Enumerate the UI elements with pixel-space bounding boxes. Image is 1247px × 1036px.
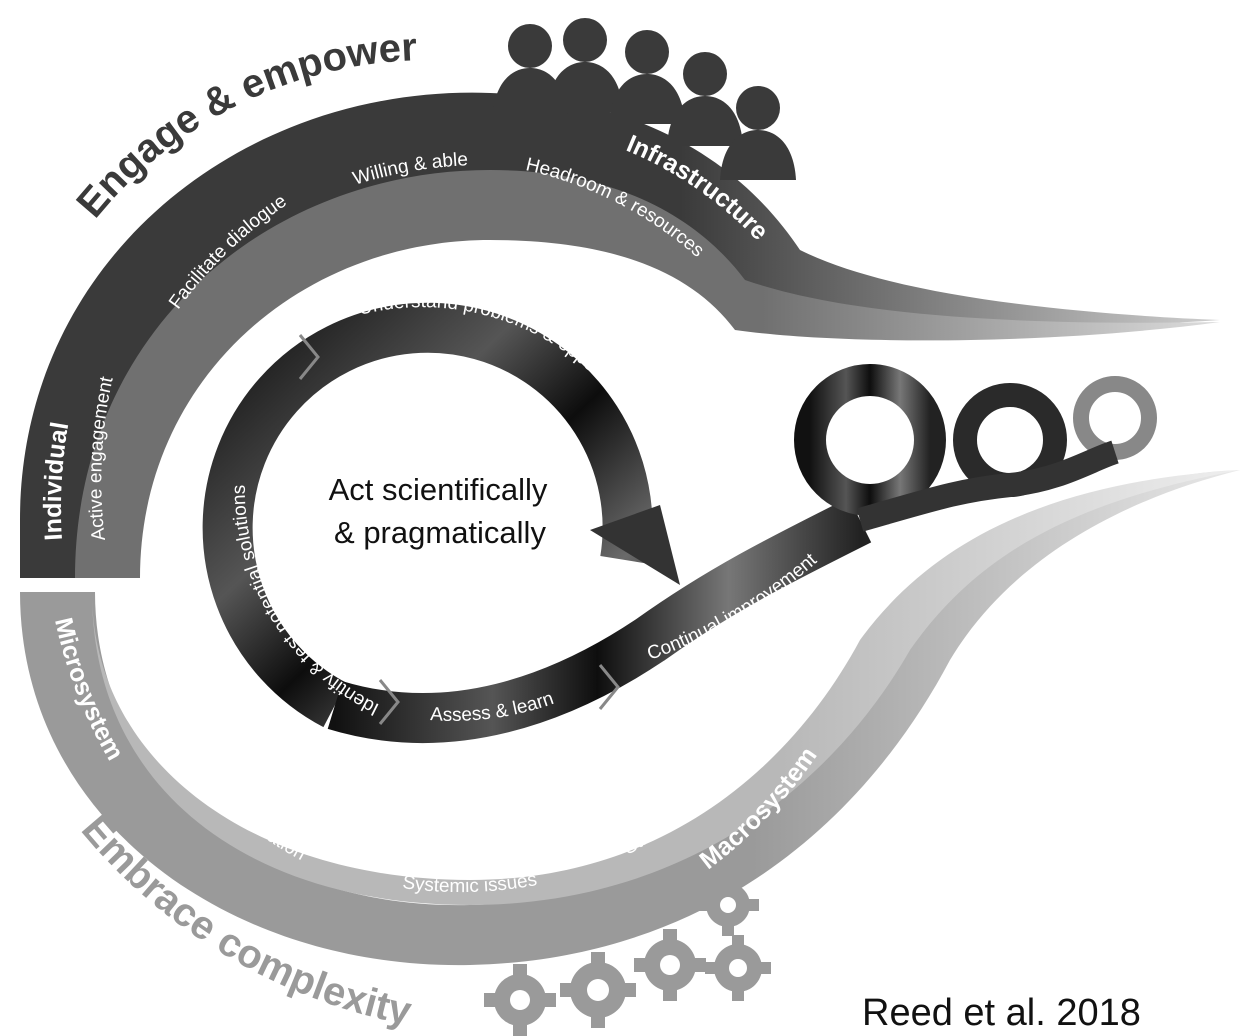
embrace-band-inner — [92, 470, 1240, 905]
gears-icon — [484, 874, 771, 1036]
people-icon — [492, 18, 796, 180]
center-line-2: & pragmatically — [334, 515, 546, 550]
cycle-chevrons — [298, 334, 620, 725]
citation: Reed et al. 2018 — [862, 992, 1141, 1034]
continual-improvement-tail — [327, 497, 872, 744]
engage-band-outer — [20, 92, 1220, 578]
center-line-1: Act scientifically — [329, 472, 548, 507]
spiral-loops — [794, 364, 1157, 532]
cycle-arrowhead — [590, 505, 680, 585]
engage-band-inner — [75, 170, 1220, 578]
label-systemic-issues: Systemic issues — [401, 869, 538, 897]
improvement-cycle-ring — [202, 302, 653, 728]
